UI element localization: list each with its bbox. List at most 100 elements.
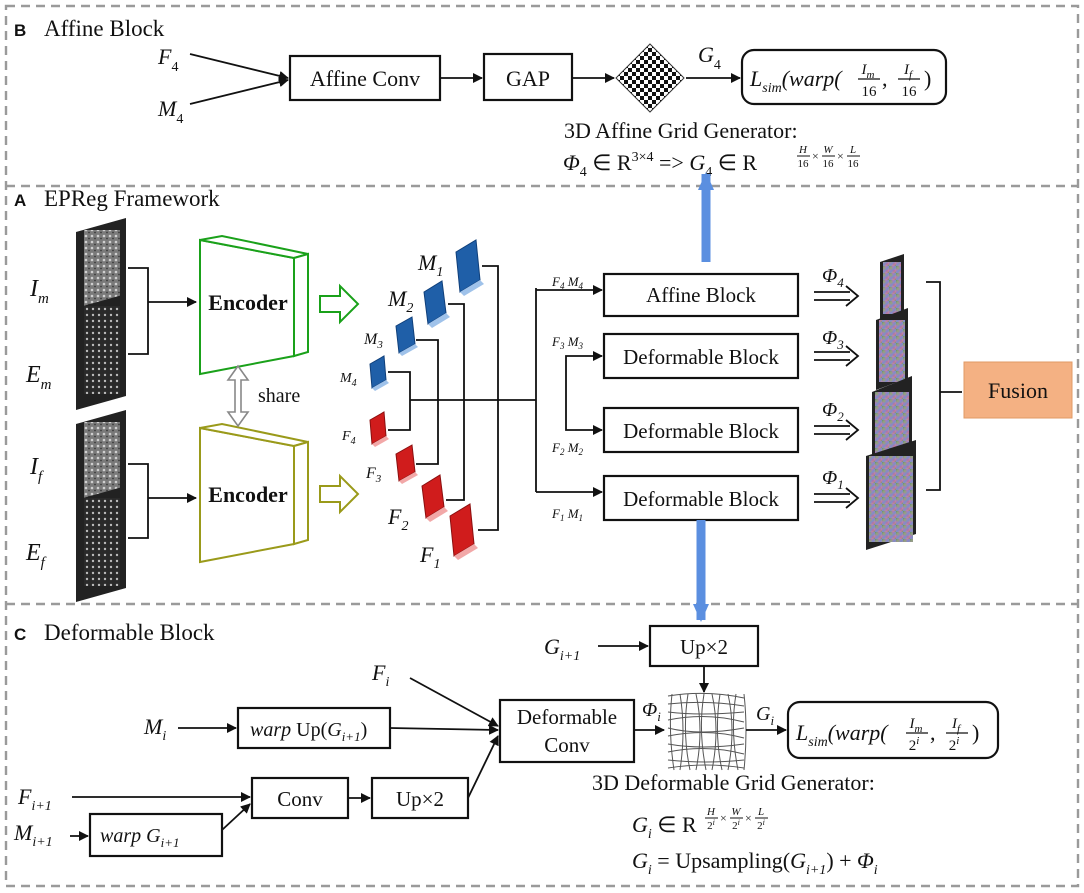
- share-double-arrow: [226, 364, 250, 428]
- label-m4: M4: [339, 371, 357, 389]
- deformable-block-1-box: [602, 474, 800, 522]
- label-f4: F4: [341, 429, 356, 447]
- panel-c-heading: C Deformable Block: [14, 620, 215, 645]
- svg-text:16: 16: [823, 158, 835, 170]
- deformable-grid-mesh: [667, 692, 747, 771]
- phi-arrow-1: [814, 487, 860, 509]
- deformable-block-1-label: Deformable Block: [623, 487, 779, 511]
- deform-grid-exponent: H2i×W2i×L2i: [705, 806, 768, 832]
- feature-f1: [449, 503, 478, 560]
- pair-label-1: F1 M1: [551, 506, 583, 523]
- svg-text:Im: Im: [909, 716, 923, 735]
- encoder-bottom-label: Encoder: [208, 482, 288, 507]
- warp-g-label: warp Gi+1: [100, 825, 179, 850]
- svg-text:16: 16: [798, 158, 810, 170]
- deformable-conv-box: [498, 698, 636, 764]
- warp-g-box: [88, 812, 224, 858]
- deform-input-m-next: Mi+1: [13, 820, 53, 850]
- svg-text:2i: 2i: [732, 818, 740, 832]
- panel-a-letter: A: [14, 191, 26, 210]
- deform-grid-equation-1: Gi ∈ R: [632, 812, 697, 842]
- deformable-conv-label-2: Conv: [544, 733, 590, 757]
- gap-box: [482, 52, 574, 102]
- panel-a-heading: A EPReg Framework: [14, 186, 220, 211]
- deform-input-mi: Mi: [143, 714, 166, 744]
- gap-label: GAP: [506, 66, 550, 91]
- arrow-warp-to-deform-conv: [389, 724, 499, 735]
- feature-f2: [421, 474, 448, 522]
- affine-input-m4: M4: [157, 96, 183, 127]
- deform-up-top-label: Up×2: [680, 635, 728, 659]
- connector-m1-f1: [478, 265, 499, 531]
- deform-similarity-loss: Lsim(warp(: [795, 720, 889, 750]
- connector-m4-f4: [388, 371, 411, 431]
- svg-text:×: ×: [812, 149, 819, 163]
- deform-similarity-loss-box: [786, 700, 1000, 760]
- affine-loss-close: ): [924, 66, 931, 91]
- svg-text:,: ,: [882, 66, 888, 91]
- feature-m1: [455, 239, 484, 296]
- label-m3: M3: [363, 331, 383, 351]
- svg-text:16: 16: [902, 84, 918, 100]
- affine-conv-label: Affine Conv: [310, 66, 420, 91]
- svg-text:16: 16: [862, 84, 878, 100]
- svg-text:2i: 2i: [949, 735, 960, 754]
- panel-b-title: Affine Block: [44, 16, 165, 41]
- svg-text:,: ,: [930, 720, 936, 745]
- label-fixed-image: If: [29, 454, 44, 485]
- bracket-moving-inputs: [128, 267, 149, 355]
- phi-arrow-3: [814, 345, 860, 367]
- encoder-top-label: Encoder: [208, 290, 288, 315]
- phi-label-1: Φ1: [822, 467, 844, 492]
- affine-output-g4: G4: [698, 42, 721, 73]
- connector-m3-f3: [416, 339, 439, 465]
- deform-input-g-next: Gi+1: [544, 634, 580, 664]
- svg-text:If: If: [951, 716, 962, 735]
- feature-m3: [395, 316, 418, 356]
- connector-m2-f2: [446, 303, 465, 501]
- bracket-fixed-inputs: [128, 463, 149, 539]
- deform-exp-fraction-2: L2i: [755, 806, 768, 832]
- affine-similarity-loss: Lsim(warp(: [749, 66, 843, 96]
- arrow-to-deformable-block-3: [565, 351, 603, 400]
- svg-text:L: L: [849, 144, 856, 156]
- deformation-field-3: [876, 308, 908, 390]
- svg-text:2i: 2i: [757, 818, 765, 832]
- svg-text:×: ×: [720, 811, 727, 825]
- bracket-fields-to-fusion: [926, 281, 941, 491]
- affine-grid-equation: Φ4 ∈ R3×4 => G4 ∈ R: [563, 150, 757, 180]
- affine-loss-fraction-im: Im 16: [858, 62, 880, 100]
- fusion-label: Fusion: [988, 378, 1048, 403]
- deformable-block-3-label: Deformable Block: [623, 345, 779, 369]
- svg-text:W: W: [823, 144, 833, 156]
- arrow-m4-to-affine-conv: [189, 77, 289, 105]
- arrow-fi-to-deform-conv: [409, 677, 499, 727]
- input-moving-edge: [76, 294, 126, 410]
- feature-f3: [395, 444, 418, 484]
- encoder-top-output-arrow: [319, 283, 360, 325]
- encoder-bottom-output-arrow: [319, 473, 360, 515]
- deformable-block-3-box: [602, 332, 800, 380]
- affine-exp-fraction-0: H16: [797, 144, 810, 170]
- deform-input-fi: Fi: [371, 660, 389, 690]
- input-fixed-edge: [76, 486, 126, 602]
- svg-text:W: W: [731, 806, 741, 818]
- svg-text:×: ×: [745, 811, 752, 825]
- phi-label-4: Φ4: [822, 265, 844, 290]
- phi-label-3: Φ3: [822, 327, 844, 352]
- affine-grid-checkerboard: [615, 43, 685, 113]
- encoder-top: Encoder: [199, 234, 309, 376]
- feature-f4: [369, 411, 389, 447]
- deformable-block-2-label: Deformable Block: [623, 419, 779, 443]
- deformable-conv-label-1: Deformable: [517, 705, 617, 729]
- deform-gi: Gi: [756, 703, 774, 728]
- label-moving-image: Im: [29, 276, 49, 307]
- affine-similarity-loss-box: [740, 48, 948, 106]
- svg-text:2i: 2i: [909, 735, 920, 754]
- svg-text:If: If: [903, 62, 914, 81]
- deform-input-f-next: Fi+1: [17, 784, 52, 814]
- svg-text:H: H: [706, 806, 716, 818]
- svg-text:16: 16: [848, 158, 860, 170]
- phi-arrow-4: [814, 285, 860, 307]
